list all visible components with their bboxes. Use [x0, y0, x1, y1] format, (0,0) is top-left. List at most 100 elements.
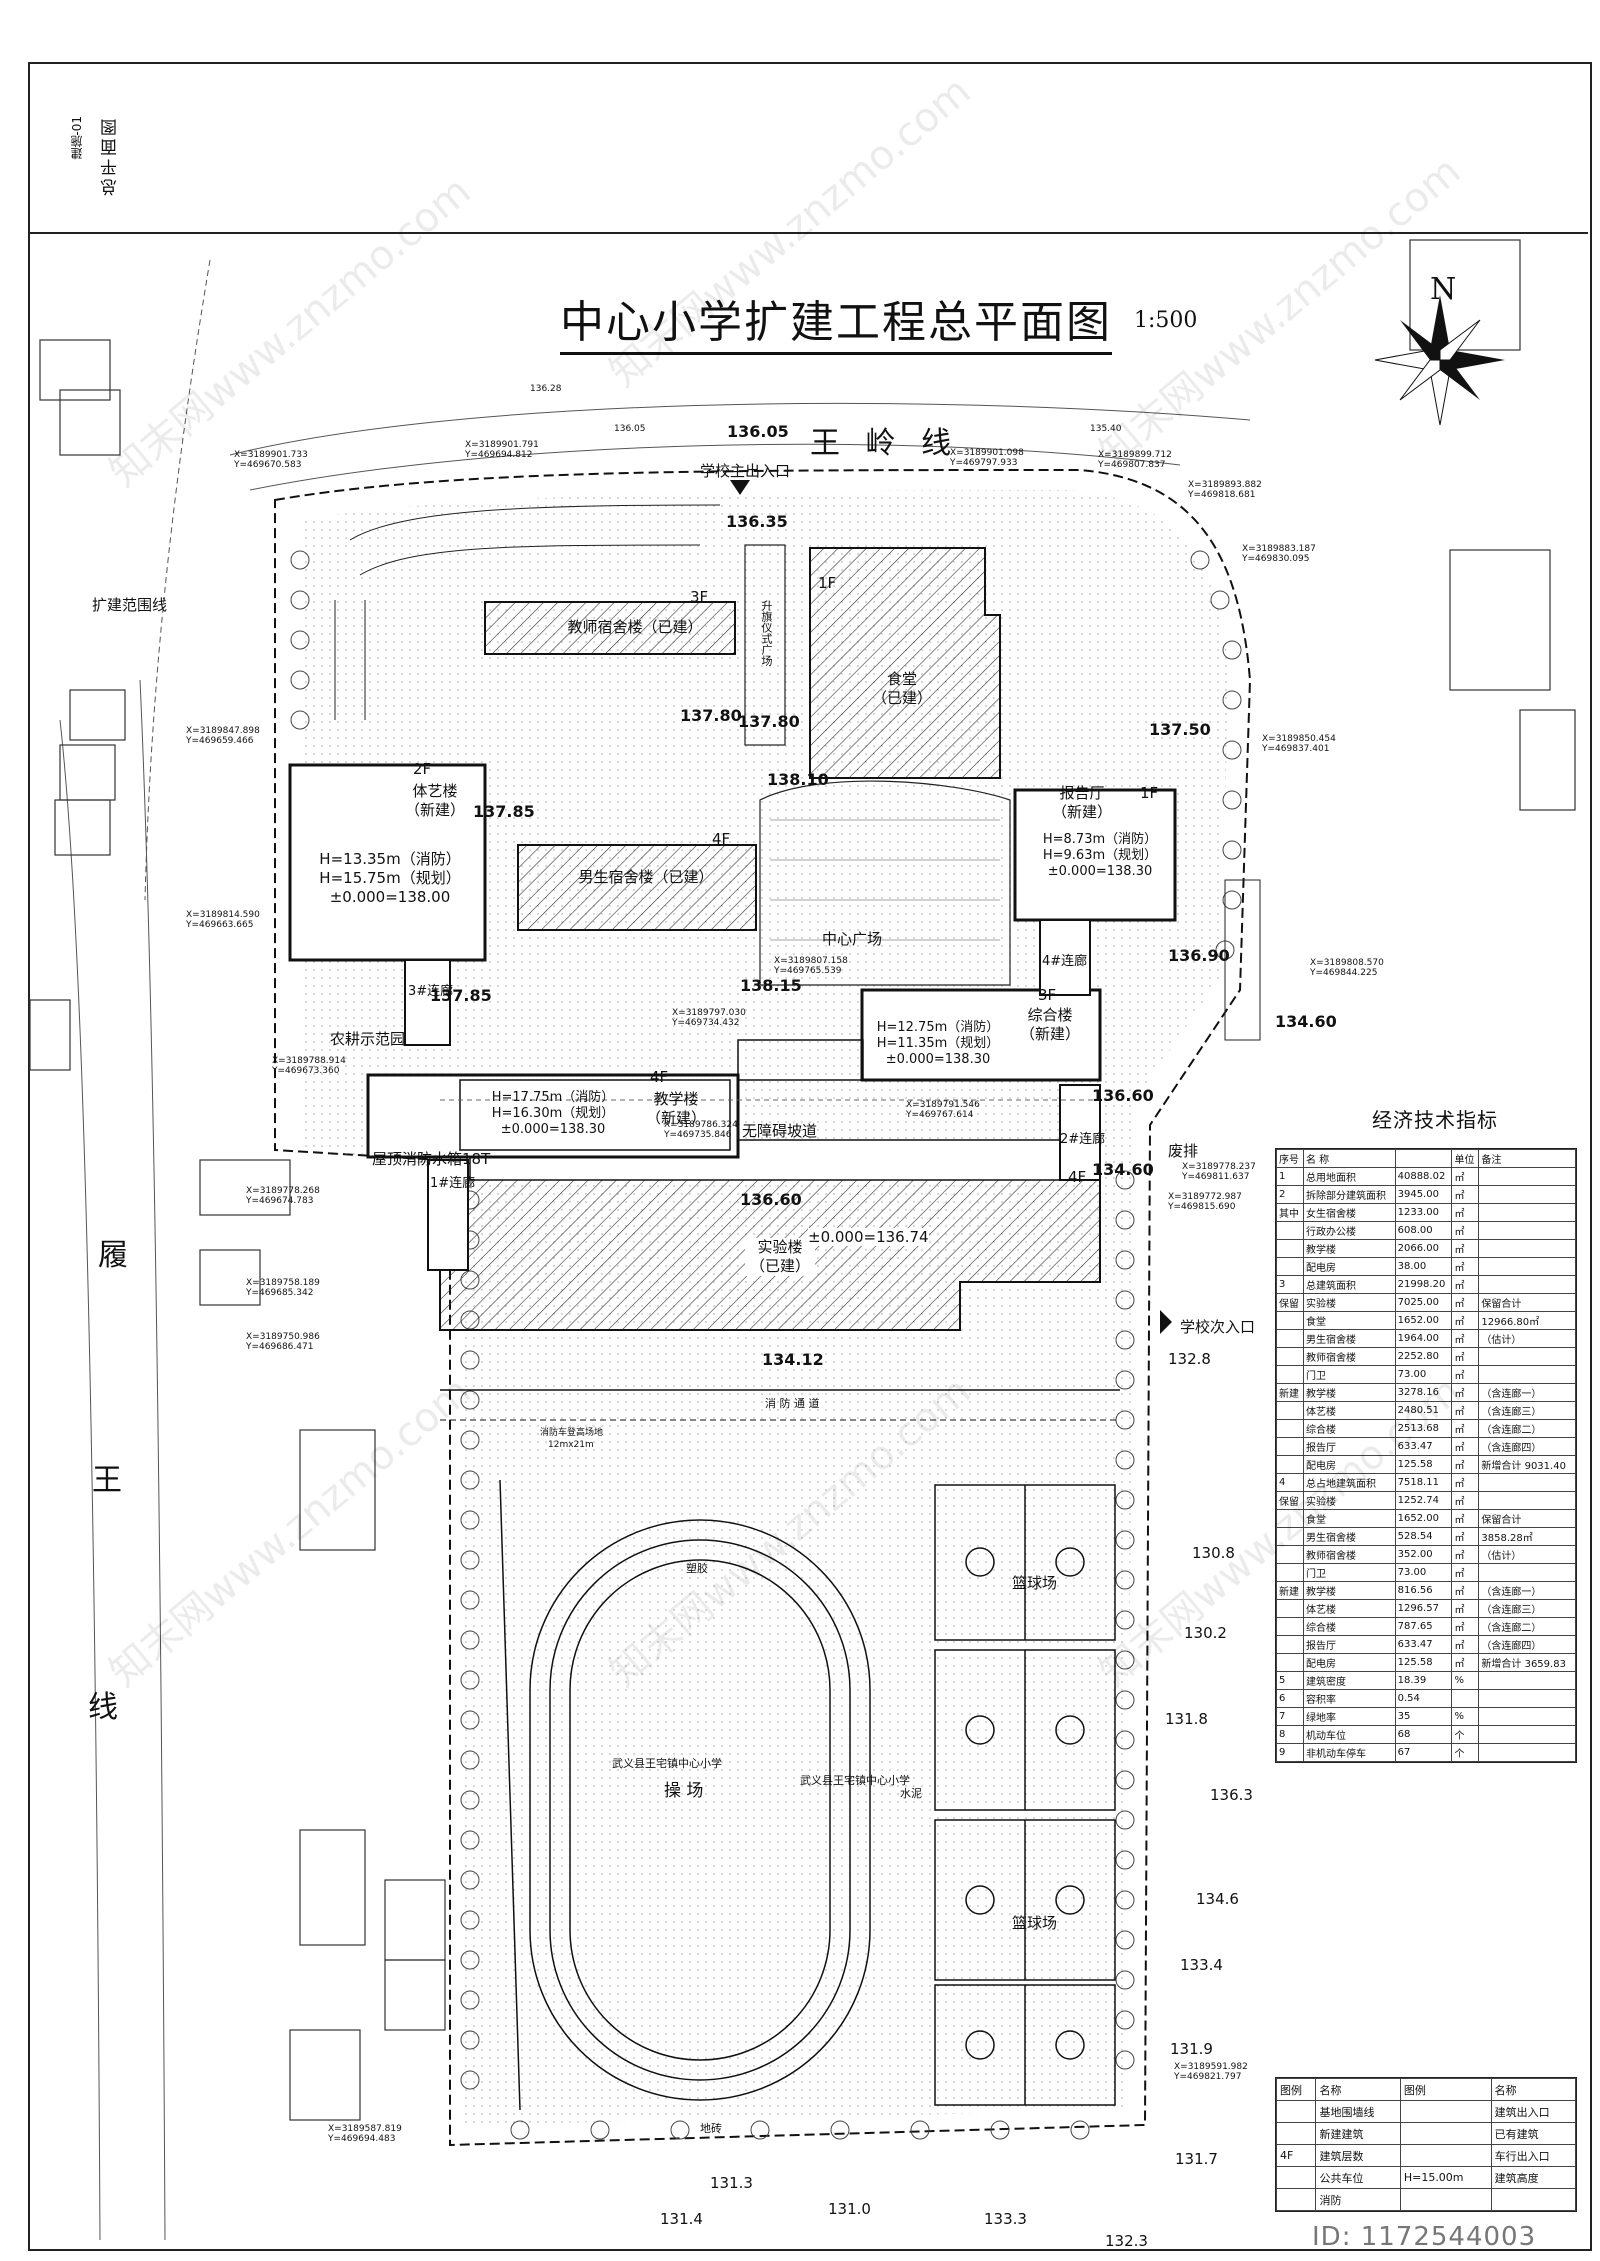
table-cell: 保留	[1276, 1293, 1304, 1312]
elev-12: 136.60	[1092, 1086, 1154, 1105]
coord-21: X=3189587.819 Y=469694.483	[328, 2124, 402, 2144]
coord-3: X=3189901.098 Y=469797.933	[950, 448, 1024, 468]
table-cell: 6	[1276, 1689, 1304, 1708]
central-plaza	[759, 780, 1011, 986]
teaching-heights: H=17.75m（消防） H=16.30m（规划） ±0.000=138.30	[478, 1090, 628, 1138]
expansion-line-label: 扩建范围线	[92, 596, 168, 614]
elev-16: 136.28	[530, 384, 562, 394]
legend-header: 名称	[1315, 2078, 1401, 2101]
corridor-4-label: 4#连廊	[1042, 954, 1088, 969]
basketball-label-2: 篮球场	[1012, 1914, 1058, 1932]
table-header-row: 序号 名 称 单位 备注	[1276, 1149, 1576, 1168]
coord-22: X=3189591.982 Y=469821.797	[1174, 2062, 1248, 2082]
table-cell	[1276, 1419, 1304, 1438]
elev-14: 136.60	[740, 1190, 802, 1209]
teaching-label: 教学楼 （新建）	[636, 1090, 716, 1128]
north-arrow	[1374, 295, 1505, 426]
table-header: 名 称	[1302, 1149, 1396, 1168]
elev-26: 131.0	[828, 2200, 871, 2218]
table-cell: 12966.80㎡	[1478, 1311, 1576, 1330]
playground-label: 操 场	[664, 1781, 704, 1801]
rubber-label: 塑胶	[686, 1562, 708, 1575]
table-cell: 新建	[1276, 1383, 1304, 1402]
table-cell: ㎡	[1451, 1293, 1480, 1312]
auditorium-h2: H=9.63m（规划）	[1042, 848, 1158, 863]
table-cell: 个	[1451, 1743, 1480, 1762]
lab-sub: （已建）	[749, 1257, 810, 1275]
teacher-dorm	[484, 601, 736, 655]
table-cell: 容积率	[1302, 1689, 1396, 1708]
table-cell: 教学楼	[1302, 1239, 1396, 1258]
table-cell: 4	[1276, 1473, 1304, 1492]
main-entrance-label: 学校主出入口	[700, 462, 791, 480]
complex-building	[860, 988, 1102, 1082]
elev-6: 137.50	[1149, 720, 1211, 739]
table-cell: ㎡	[1451, 1347, 1480, 1366]
table-cell	[1478, 1563, 1576, 1582]
arts-name: 体艺楼	[412, 782, 458, 800]
table-cell	[1478, 1725, 1576, 1744]
table-cell: 0.54	[1394, 1689, 1453, 1708]
teaching-h1: H=17.75m（消防）	[491, 1090, 615, 1105]
boys-dorm	[517, 844, 757, 931]
table-cell	[1276, 1257, 1304, 1276]
legend-row: 消防	[1275, 2188, 1577, 2211]
complex-base: ±0.000=138.30	[885, 1052, 991, 1067]
legend-cell: 消防	[1315, 2188, 1401, 2211]
table-cell	[1276, 1599, 1304, 1618]
coord-15: X=3189788.914 Y=469673.360	[272, 1056, 346, 1076]
table-cell: 行政办公楼	[1302, 1221, 1396, 1240]
coord-12: X=3189797.030 Y=469734.432	[672, 1008, 746, 1028]
auditorium-floors: 1F	[1140, 784, 1159, 802]
table-cell: ㎡	[1451, 1491, 1480, 1510]
arts-h2: H=15.75m（规划）	[319, 869, 461, 887]
fire-truck-label: 消防车登高场地	[540, 1428, 604, 1438]
auditorium-h1: H=8.73m（消防）	[1042, 832, 1158, 847]
complex-h1: H=12.75m（消防）	[876, 1020, 1000, 1035]
teacher-dorm-label: 教师宿舍楼（已建）	[567, 618, 703, 636]
table-cell: ㎡	[1451, 1599, 1480, 1618]
table-cell: ㎡	[1451, 1185, 1480, 1204]
table-cell	[1276, 1365, 1304, 1384]
table-cell: （含连廊三）	[1478, 1401, 1576, 1420]
table-cell: 2066.00	[1394, 1239, 1453, 1258]
table-cell	[1276, 1329, 1304, 1348]
elev-17: 136.05	[614, 424, 646, 434]
table-cell: 建筑密度	[1302, 1671, 1396, 1690]
table-cell: （含连廊四）	[1478, 1635, 1576, 1654]
legend-cell	[1399, 2188, 1492, 2211]
legend-cell: 建筑出入口	[1490, 2100, 1577, 2123]
table-cell	[1451, 1689, 1480, 1708]
table-cell: %	[1451, 1671, 1480, 1690]
legend-cell: H=15.00m	[1399, 2166, 1492, 2189]
table-cell	[1276, 1653, 1304, 1672]
table-cell: ㎡	[1451, 1635, 1480, 1654]
table-cell: 7	[1276, 1707, 1304, 1726]
road-west-2: 王	[92, 1463, 122, 1498]
secondary-entrance-label: 学校次入口	[1180, 1318, 1256, 1336]
cement-label: 水泥	[900, 1787, 922, 1800]
lab-base: ±0.000=136.74	[808, 1228, 929, 1246]
table-cell	[1276, 1635, 1304, 1654]
table-cell	[1478, 1257, 1576, 1276]
table-cell: 2252.80	[1394, 1347, 1453, 1366]
canteen-label: 食堂 （已建）	[862, 670, 942, 708]
teaching-floors: 4F	[650, 1068, 669, 1086]
teaching-building	[366, 1073, 740, 1159]
coord-10: X=3189807.158 Y=469765.539	[774, 956, 848, 976]
lab-name: 实验楼	[757, 1238, 803, 1256]
coord-2: X=3189901.791 Y=469694.812	[465, 440, 539, 460]
coord-20: X=3189750.986 Y=469686.471	[246, 1332, 320, 1352]
auditorium-name: 报告厅	[1059, 784, 1105, 802]
